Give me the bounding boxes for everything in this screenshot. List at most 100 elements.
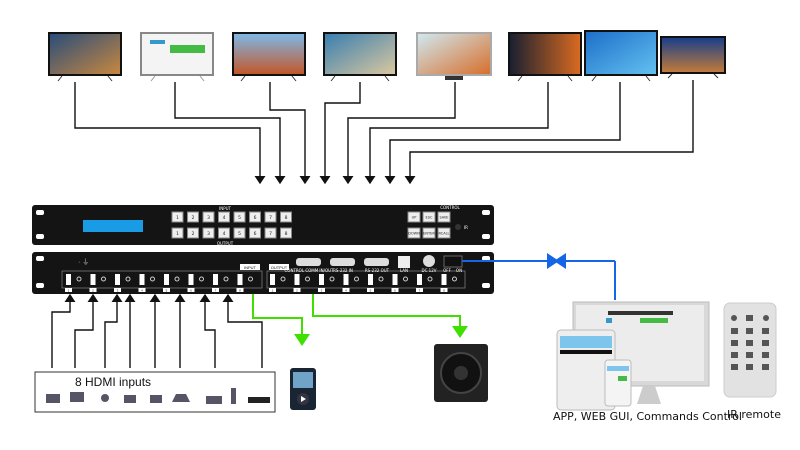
output-button[interactable] — [218, 227, 230, 239]
rear-input-label: INPUT — [244, 265, 257, 270]
tv-7 — [584, 30, 658, 82]
input-button[interactable] — [249, 211, 261, 223]
control-button[interactable] — [422, 227, 436, 239]
port-number-tag — [342, 288, 350, 292]
hdmi-input-port[interactable] — [90, 274, 96, 285]
control-button[interactable] — [422, 211, 436, 223]
audio-jack[interactable] — [329, 276, 335, 282]
inputs-label: 8 HDMI inputs — [75, 375, 151, 389]
control-button[interactable] — [437, 211, 451, 223]
hdmi-output-port[interactable] — [441, 274, 447, 285]
port-number: 6 — [190, 288, 192, 292]
port-label: OFF — [443, 268, 451, 273]
audio-jack[interactable] — [76, 276, 82, 282]
port-label: DC 12V — [422, 268, 437, 273]
port-number: 8 — [443, 288, 445, 292]
tv-5 — [416, 32, 492, 80]
input-button[interactable] — [280, 211, 292, 223]
input-button[interactable] — [218, 211, 230, 223]
hdmi-input-port[interactable] — [66, 274, 71, 285]
hdmi-output-port[interactable] — [368, 274, 373, 285]
audio-jack[interactable] — [150, 276, 155, 282]
input-button[interactable] — [233, 211, 246, 223]
audio-jack[interactable] — [452, 276, 457, 282]
lan-port — [398, 256, 410, 268]
port-number-tag — [65, 288, 72, 292]
monitor-icon — [70, 392, 84, 402]
input-button[interactable] — [171, 211, 184, 223]
hdmi-input-port[interactable] — [115, 274, 120, 285]
input-button[interactable] — [264, 211, 277, 223]
audio-jack[interactable] — [305, 276, 310, 282]
audio-jack[interactable] — [248, 276, 253, 282]
port-number-tag — [114, 288, 121, 292]
hdmi-input-port[interactable] — [164, 274, 169, 285]
power-switch[interactable] — [443, 255, 463, 268]
control-button-label: ESC — [426, 216, 433, 220]
port-number: 2 — [296, 288, 298, 292]
hdmi-output-port[interactable] — [417, 274, 422, 285]
audio-jack[interactable] — [199, 276, 204, 282]
hdmi-input-port[interactable] — [188, 274, 194, 285]
control-button[interactable] — [407, 227, 421, 239]
hdmi-input-port[interactable] — [213, 274, 218, 285]
hdmi-output-port[interactable] — [294, 274, 300, 285]
source-device-icons — [46, 388, 270, 404]
remote-icon — [231, 388, 236, 404]
audio-jack[interactable] — [354, 276, 359, 282]
control-button[interactable] — [407, 211, 421, 223]
port-number: 4 — [345, 288, 347, 292]
input-connections — [51, 293, 263, 368]
output-button[interactable] — [171, 227, 184, 239]
audio-jack[interactable] — [174, 276, 180, 282]
output-button[interactable] — [187, 227, 199, 239]
hdmi-output-port[interactable] — [343, 274, 349, 285]
port-number-tag — [391, 288, 399, 292]
audio-jack[interactable] — [280, 276, 286, 282]
audio-jack[interactable] — [378, 276, 384, 282]
port-number-tag — [318, 288, 325, 292]
hdmi-output-port[interactable] — [270, 274, 275, 285]
audio-jack[interactable] — [403, 276, 408, 282]
port-number: 4 — [141, 288, 143, 292]
laptop-icon — [46, 394, 60, 403]
port-number: 8 — [239, 288, 241, 292]
phone — [604, 359, 632, 407]
control-button[interactable] — [437, 227, 451, 239]
output-connections — [74, 80, 694, 185]
hdmi-output-port[interactable] — [319, 274, 324, 285]
input-button-label: 6 — [254, 215, 257, 221]
control-connection — [462, 253, 616, 300]
output-button[interactable] — [233, 227, 246, 239]
audio-jack[interactable] — [125, 276, 131, 282]
input-button-label: 8 — [285, 215, 288, 221]
hdmi-input-port[interactable] — [237, 274, 243, 285]
control-caption: APP, WEB GUI, Commands Control — [553, 410, 742, 423]
audio-jack[interactable] — [427, 276, 433, 282]
output-button[interactable] — [264, 227, 277, 239]
output-button[interactable] — [202, 227, 215, 239]
camera-icon — [101, 394, 109, 402]
port-number: 5 — [370, 288, 372, 292]
audio-jack[interactable] — [223, 276, 229, 282]
port-label: ON — [456, 268, 462, 273]
output-button-label: 7 — [269, 231, 272, 237]
hdmi-input-port[interactable] — [139, 274, 145, 285]
output-button[interactable] — [249, 227, 261, 239]
ir-label: IR — [464, 225, 468, 230]
input-button-label: 7 — [269, 215, 272, 221]
tv-2 — [140, 32, 214, 82]
input-button-label: 3 — [207, 215, 210, 221]
control-label: CONTROL — [440, 205, 460, 210]
output-button[interactable] — [280, 227, 292, 239]
audio-jack[interactable] — [101, 276, 106, 282]
hdmi-output-port[interactable] — [392, 274, 398, 285]
input-button[interactable] — [187, 211, 199, 223]
port-number: 7 — [419, 288, 421, 292]
input-button[interactable] — [202, 211, 215, 223]
port-label: CONTROL COMM IN/OUT — [285, 268, 335, 273]
